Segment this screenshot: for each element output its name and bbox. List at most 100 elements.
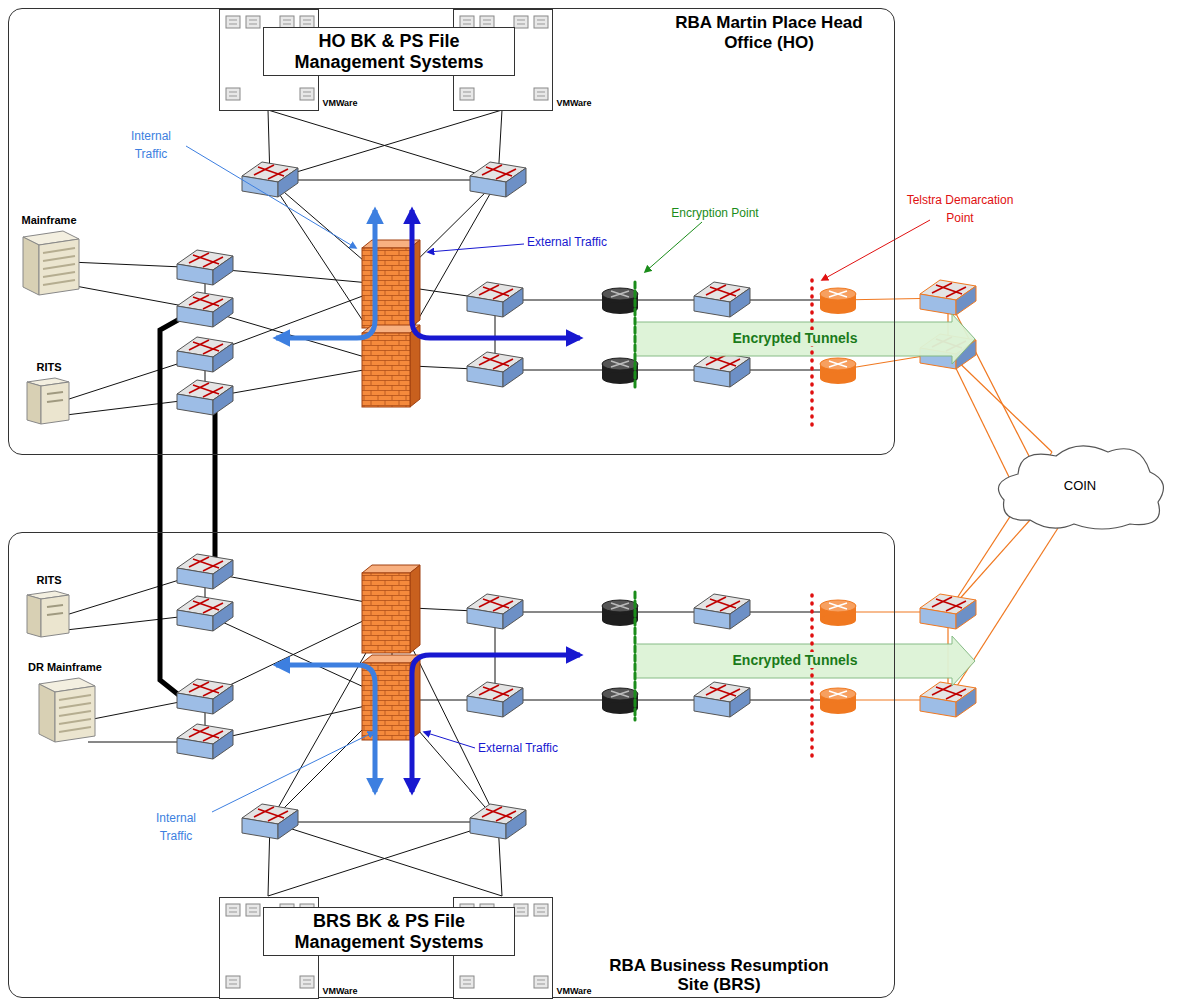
network-switch bbox=[467, 282, 523, 317]
callout-label: Telstra Demarcation Point bbox=[907, 193, 1014, 225]
callout-label: Internal Traffic bbox=[156, 811, 196, 843]
network-switch bbox=[177, 596, 233, 631]
network-switch bbox=[177, 380, 233, 415]
leader-line bbox=[186, 146, 356, 248]
label-box: Encryption Point bbox=[660, 203, 770, 221]
network-switch bbox=[177, 554, 233, 589]
node-label: Mainframe bbox=[0, 214, 164, 227]
firewall bbox=[362, 325, 420, 407]
system-box: HO BK & PS File Management Systems bbox=[263, 27, 515, 76]
site-region: RBA Business Resumption Site (BRS) RITS DR… bbox=[8, 532, 895, 998]
traffic-arrow bbox=[412, 655, 580, 792]
label-box: Telstra Demarcation Point bbox=[905, 190, 1015, 227]
label-box: Internal Traffic bbox=[140, 808, 212, 845]
carrier-router bbox=[820, 600, 856, 626]
node-label: VMWare bbox=[225, 98, 455, 108]
label-box: Encrypted Tunnels bbox=[720, 329, 870, 347]
leader-line bbox=[212, 732, 374, 812]
mainframe-server: Mainframe bbox=[13, 214, 85, 306]
leader-line bbox=[822, 220, 930, 280]
encryption-boundary bbox=[634, 592, 637, 720]
node-label: VMWare bbox=[459, 986, 689, 996]
network-switch bbox=[242, 162, 298, 197]
network-switch bbox=[177, 724, 233, 759]
network-switch bbox=[470, 804, 526, 839]
network-wire bbox=[270, 180, 498, 181]
encryption-router bbox=[602, 688, 638, 714]
rits-server: RITS bbox=[16, 574, 82, 649]
callout-label: External Traffic bbox=[527, 235, 607, 249]
network-switch bbox=[242, 804, 298, 839]
network-switch bbox=[467, 682, 523, 717]
network-switch bbox=[467, 352, 523, 387]
network-wires bbox=[66, 110, 1058, 896]
callout-label: External Traffic bbox=[478, 741, 558, 755]
callout-label: Encryption Point bbox=[671, 206, 758, 220]
demarcation-boundary bbox=[810, 595, 814, 762]
network-wire bbox=[270, 822, 502, 896]
mainframe-icon bbox=[25, 674, 105, 757]
traffic-arrow bbox=[412, 210, 580, 338]
demarcation-boundary bbox=[810, 280, 814, 432]
carrier-wire bbox=[948, 352, 1052, 452]
leader-line bbox=[428, 244, 524, 252]
label-box: External Traffic bbox=[478, 738, 558, 756]
encryption-router bbox=[602, 358, 638, 384]
network-cloud: COIN bbox=[990, 438, 1170, 533]
carrier-switch bbox=[920, 594, 976, 629]
network-switch bbox=[694, 682, 750, 717]
node-label: BRS BK & PS File Management Systems bbox=[274, 911, 504, 952]
tunnel-label: Encrypted Tunnels bbox=[730, 652, 861, 668]
network-switch bbox=[470, 162, 526, 197]
node-label: RITS bbox=[0, 574, 164, 587]
node-label: COIN bbox=[1064, 478, 1097, 493]
leader-line bbox=[645, 222, 702, 272]
node-label: VMWare bbox=[459, 98, 689, 108]
node-label: DR Mainframe bbox=[0, 661, 180, 674]
system-box: BRS BK & PS File Management Systems bbox=[263, 907, 515, 956]
mainframe-server: DR Mainframe bbox=[25, 661, 105, 766]
label-box: Encrypted Tunnels bbox=[720, 651, 870, 669]
network-switch bbox=[177, 250, 233, 285]
network-wire bbox=[270, 110, 502, 180]
carrier-router bbox=[820, 688, 856, 714]
device-icons bbox=[177, 146, 976, 839]
network-wire bbox=[268, 822, 498, 896]
node-label: VMWare bbox=[225, 986, 455, 996]
encryption-router bbox=[602, 288, 638, 314]
rits-server: RITS bbox=[16, 361, 82, 436]
tunnel-arrow bbox=[635, 314, 975, 364]
encryption-router bbox=[602, 600, 638, 626]
carrier-router bbox=[820, 358, 856, 384]
server-icon bbox=[16, 374, 82, 427]
network-switch bbox=[694, 594, 750, 629]
site-region: RBA Martin Place Head Office (HO) HO BK &… bbox=[8, 8, 895, 455]
tunnel-label: Encrypted Tunnels bbox=[730, 330, 861, 346]
carrier-switch bbox=[920, 280, 976, 315]
node-label: HO BK & PS File Management Systems bbox=[274, 31, 504, 72]
site-link bbox=[160, 316, 185, 700]
network-switch bbox=[694, 282, 750, 317]
carrier-wire bbox=[948, 528, 1058, 700]
network-switch bbox=[694, 352, 750, 387]
site-title: RBA Martin Place Head Office (HO) bbox=[654, 13, 884, 52]
carrier-switch bbox=[920, 682, 976, 717]
callout-label: Internal Traffic bbox=[131, 129, 171, 161]
network-switch bbox=[177, 292, 233, 327]
carrier-router bbox=[820, 288, 856, 314]
network-wire bbox=[268, 110, 498, 180]
site-link bbox=[213, 400, 218, 572]
label-box: External Traffic bbox=[527, 232, 607, 250]
leader-line bbox=[424, 732, 475, 748]
label-box: Internal Traffic bbox=[115, 126, 187, 163]
network-switch bbox=[177, 679, 233, 714]
site-title: RBA Business Resumption Site (BRS) bbox=[604, 956, 834, 995]
server-icon bbox=[16, 587, 82, 640]
mainframe-icon bbox=[13, 227, 85, 297]
network-wire bbox=[270, 822, 498, 823]
network-switch bbox=[467, 594, 523, 629]
tunnel-arrow bbox=[635, 636, 975, 686]
encryption-boundary bbox=[634, 282, 637, 388]
firewall bbox=[362, 565, 420, 653]
